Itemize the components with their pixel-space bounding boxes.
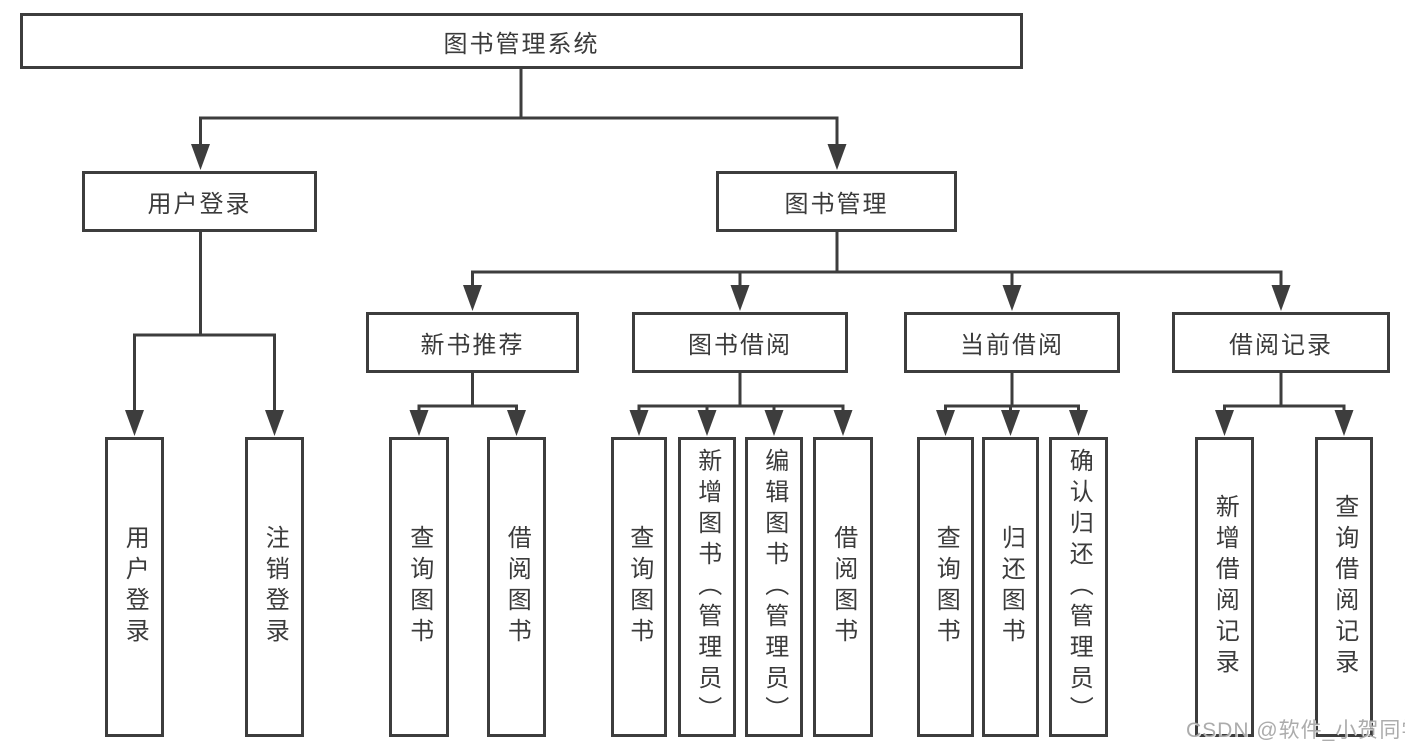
leaf-query-borrow-record: 查询借阅记录 <box>1315 437 1373 737</box>
leaf-borrow-books-recommend: 借阅图书 <box>487 437 546 737</box>
leaf-query-books-current: 查询图书 <box>917 437 974 737</box>
arrowhead <box>730 285 750 311</box>
node-label: 新书推荐 <box>420 332 525 359</box>
arrowhead <box>409 410 429 436</box>
node-label: 用户登录 <box>147 191 252 218</box>
node-label: 查询图书 <box>405 525 433 649</box>
leaf-confirm-return-admin: 确认归还（管理员） <box>1049 437 1108 737</box>
arrowhead <box>191 144 210 170</box>
arrowhead <box>833 410 853 436</box>
leaf-query-books-borrowing: 查询图书 <box>611 437 667 737</box>
arrowhead <box>125 410 144 436</box>
node-library-management-system: 图书管理系统 <box>20 13 1023 69</box>
node-label: 新增借阅记录 <box>1211 494 1239 680</box>
node-current-borrowing: 当前借阅 <box>904 312 1120 373</box>
node-label: 注销登录 <box>261 525 289 649</box>
arrowhead <box>827 144 847 170</box>
node-book-management: 图书管理 <box>716 171 957 232</box>
node-label: 用户登录 <box>121 525 149 649</box>
arrowhead <box>697 410 717 436</box>
csdn-watermark: CSDN @软件_小贺同学 <box>1186 719 1405 742</box>
node-label: 借阅图书 <box>503 525 531 649</box>
node-label: 借阅图书 <box>829 525 857 649</box>
arrowhead <box>764 410 784 436</box>
leaf-add-borrow-record: 新增借阅记录 <box>1195 437 1254 737</box>
node-label: 归还图书 <box>997 525 1025 649</box>
arrowhead <box>1215 410 1234 436</box>
node-label: 图书管理 <box>784 191 889 218</box>
leaf-user-login: 用户登录 <box>105 437 164 737</box>
node-label: 确认归还（管理员） <box>1065 447 1093 727</box>
node-label: 查询图书 <box>625 525 653 649</box>
leaf-return-books: 归还图书 <box>982 437 1039 737</box>
connector-current-to-leaves <box>944 373 1080 412</box>
leaf-query-books-recommend: 查询图书 <box>389 437 449 737</box>
leaf-borrow-books-borrowing: 借阅图书 <box>813 437 873 737</box>
node-label: 借阅记录 <box>1229 332 1333 359</box>
node-label: 编辑图书（管理员） <box>760 447 788 727</box>
arrowhead <box>265 410 284 436</box>
leaf-logout: 注销登录 <box>245 437 304 737</box>
connector-records-to-leaves <box>1223 373 1346 412</box>
leaf-add-book-admin: 新增图书（管理员） <box>678 437 736 737</box>
connector-newbook-to-leaves <box>417 373 518 412</box>
node-label: 查询图书 <box>932 525 960 649</box>
arrowhead <box>936 410 955 436</box>
arrowhead <box>1271 285 1291 311</box>
node-user-login: 用户登录 <box>82 171 317 232</box>
node-label: 当前借阅 <box>960 332 1064 359</box>
arrowhead <box>1334 410 1354 436</box>
node-label: 图书借阅 <box>688 332 792 359</box>
node-label: 图书管理系统 <box>443 30 600 58</box>
arrowhead <box>629 410 649 436</box>
connector-borrowing-to-leaves <box>637 373 845 412</box>
node-new-book-recommendation: 新书推荐 <box>366 312 579 373</box>
connector-root-to-level2 <box>199 69 839 146</box>
arrowhead <box>1002 285 1022 311</box>
arrowhead <box>1001 410 1020 436</box>
node-borrowing-records: 借阅记录 <box>1172 312 1390 373</box>
arrowhead <box>1069 410 1088 436</box>
arrowhead <box>507 410 526 436</box>
connector-userlogin-to-leaves <box>133 232 276 412</box>
node-label: 查询借阅记录 <box>1330 494 1358 680</box>
leaf-edit-book-admin: 编辑图书（管理员） <box>745 437 803 737</box>
node-label: 新增图书（管理员） <box>693 447 721 727</box>
connector-bookmgmt-to-level3 <box>471 232 1283 288</box>
arrowhead <box>463 285 482 311</box>
node-book-borrowing: 图书借阅 <box>632 312 848 373</box>
